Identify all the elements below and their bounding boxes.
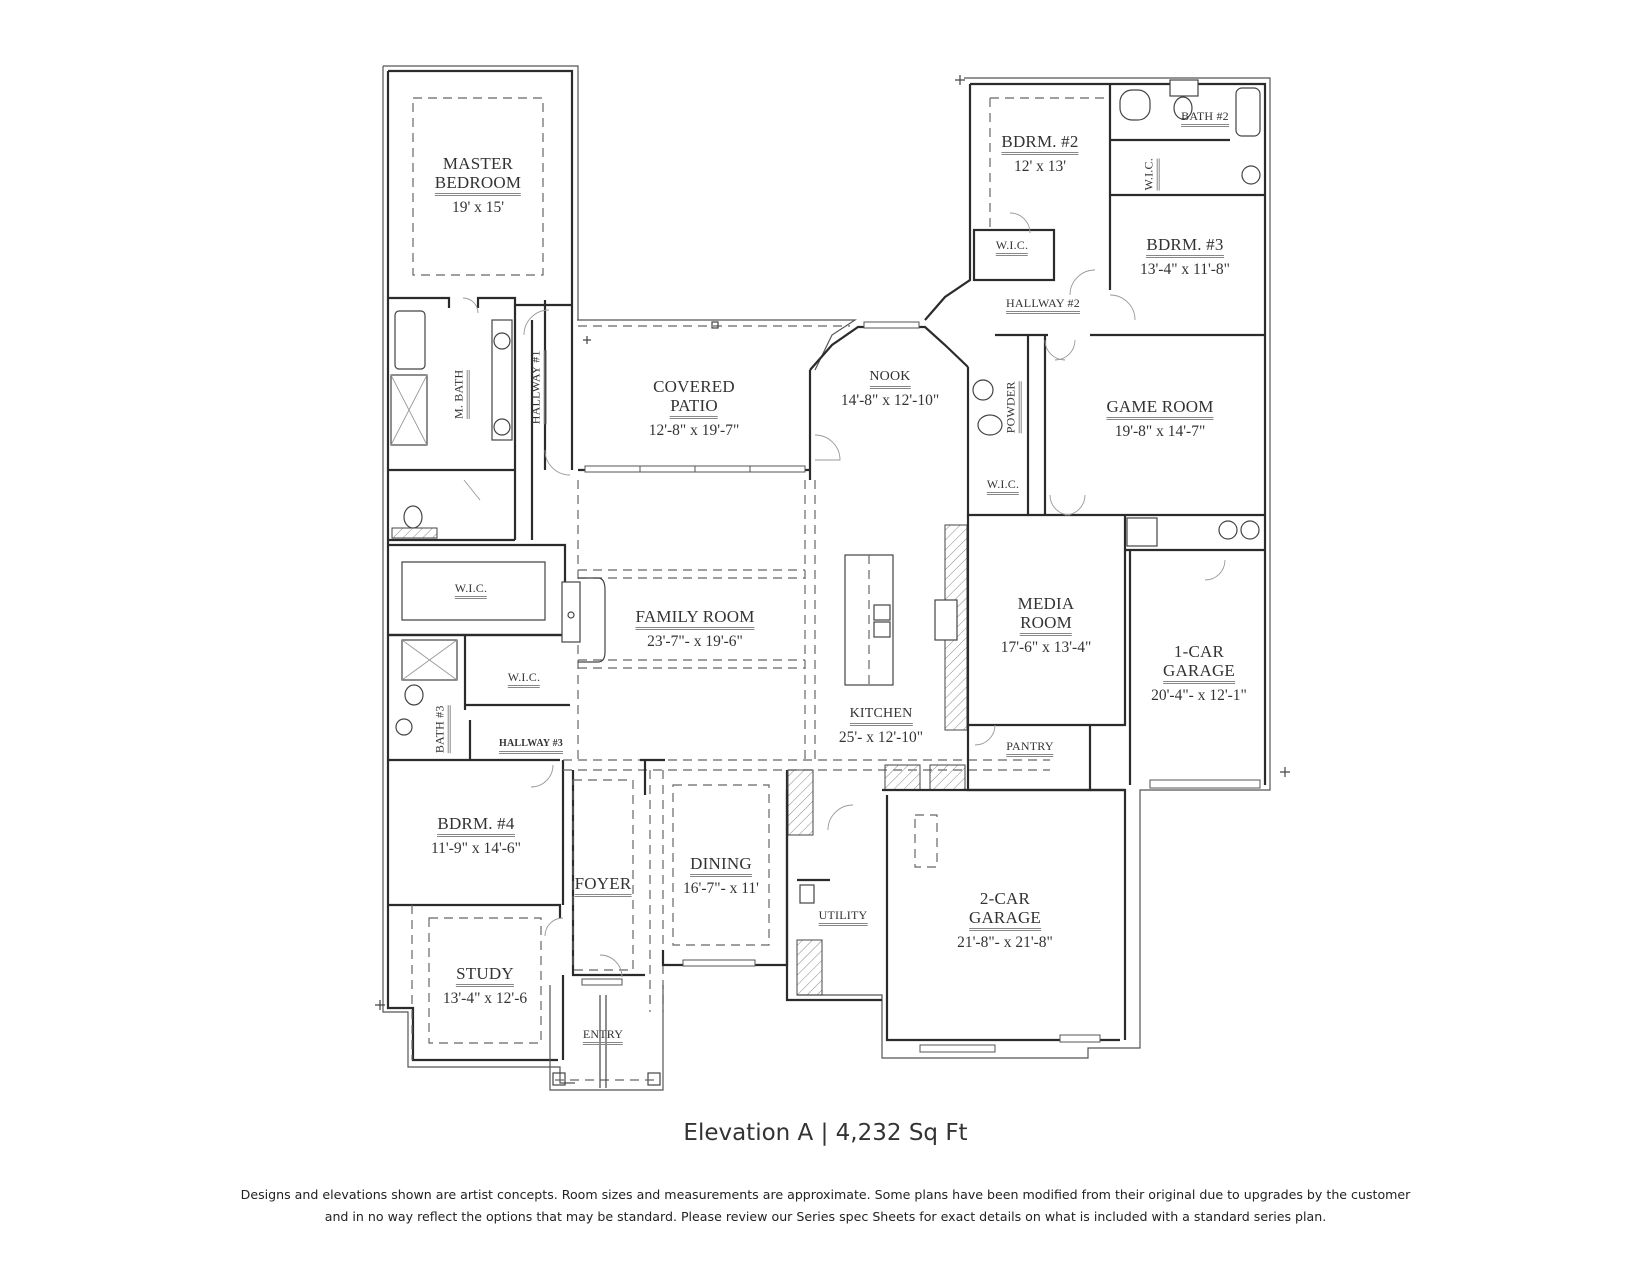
disclaimer-line-1: Designs and elevations shown are artist … xyxy=(240,1187,1411,1202)
dimension-tick-marks xyxy=(375,75,1290,1010)
room-name: ROOM xyxy=(1020,613,1072,636)
room-media-room: MEDIA ROOM 17'-6" x 13'-4" xyxy=(1001,595,1092,656)
room-name: W.I.C. xyxy=(507,671,541,688)
room-pantry: PANTRY xyxy=(1006,738,1054,757)
room-name: BDRM. #3 xyxy=(1146,236,1224,258)
room-dimensions: 12' x 13' xyxy=(1013,157,1067,175)
room-name: HALLWAY #3 xyxy=(499,738,563,754)
room-kitchen: KITCHEN 25'- x 12'-10" xyxy=(839,705,923,746)
room-bath-3: BATH #3 xyxy=(432,705,451,754)
room-name: PANTRY xyxy=(1006,740,1054,757)
room-name: FAMILY ROOM xyxy=(635,608,755,630)
disclaimer: Designs and elevations shown are artist … xyxy=(0,1184,1651,1228)
room-family-room: FAMILY ROOM 23'-7"- x 19'-6" xyxy=(635,608,755,650)
door-swings xyxy=(462,212,1226,978)
disclaimer-line-2: and in no way reflect the options that m… xyxy=(324,1209,1327,1224)
room-name: DINING xyxy=(690,855,752,877)
room-game-wic: W.I.C. xyxy=(986,476,1020,495)
room-name: MASTER xyxy=(442,154,514,173)
room-name: POWDER xyxy=(1004,381,1022,434)
room-name: COVERED xyxy=(653,377,735,396)
room-name: W.I.C. xyxy=(995,239,1029,256)
room-dimensions: 13'-4" x 11'-8" xyxy=(1140,260,1230,278)
room-name: BDRM. #4 xyxy=(437,815,515,837)
room-2-car-garage: 2-CAR GARAGE 21'-8"- x 21'-8" xyxy=(957,890,1053,951)
room-foyer: FOYER xyxy=(574,875,632,897)
room-m-bath: M. BATH xyxy=(451,369,470,419)
room-covered-patio: COVERED PATIO 12'-8" x 19'-7" xyxy=(649,378,740,439)
room-bath-2-wic: W.I.C. xyxy=(1141,158,1160,191)
left-wing-walls xyxy=(382,65,579,1084)
room-name: MEDIA xyxy=(1017,594,1075,613)
center-walls xyxy=(549,319,1050,1091)
room-master-bedroom: MASTER BEDROOM 19' x 15' xyxy=(434,154,522,216)
room-1-car-garage: 1-CAR GARAGE 20'-4"- x 12'-1" xyxy=(1151,643,1247,704)
nook-kitchen-walls xyxy=(787,321,969,836)
room-name: W.I.C. xyxy=(1142,158,1160,191)
room-dimensions: 20'-4"- x 12'-1" xyxy=(1151,686,1247,704)
bath3-fixtures xyxy=(395,639,458,736)
room-dimensions: 19'-8" x 14'-7" xyxy=(1114,422,1206,440)
room-name: 2-CAR xyxy=(979,889,1031,908)
room-dimensions: 16'-7"- x 11' xyxy=(683,879,759,897)
room-bath-2: BATH #2 xyxy=(1181,108,1229,127)
room-bdrm-4-wic: W.I.C. xyxy=(507,669,541,688)
room-game-room: GAME ROOM 19'-8" x 14'-7" xyxy=(1106,398,1214,440)
room-name: BDRM. #2 xyxy=(1001,133,1079,155)
room-dimensions: 11'-9" x 14'-6" xyxy=(431,839,521,857)
room-nook: NOOK 14'-8" x 12'-10" xyxy=(841,368,939,409)
room-name: BATH #3 xyxy=(433,705,451,754)
room-name: GAME ROOM xyxy=(1106,398,1214,420)
room-name: BEDROOM xyxy=(434,173,522,196)
elevation-caption: Elevation A | 4,232 Sq Ft xyxy=(683,1120,968,1146)
room-study: STUDY 13'-4" x 12'-6 xyxy=(443,965,527,1007)
room-name: BATH #2 xyxy=(1181,110,1229,127)
room-bdrm-2: BDRM. #2 12' x 13' xyxy=(1001,133,1079,175)
room-name: GARAGE xyxy=(1162,661,1236,684)
room-bdrm-2-wic: W.I.C. xyxy=(995,237,1029,256)
room-name: HALLWAY #2 xyxy=(1006,297,1080,314)
room-name: KITCHEN xyxy=(849,706,913,726)
room-dimensions: 12'-8" x 19'-7" xyxy=(648,421,740,439)
master-tray-ceiling xyxy=(412,97,544,276)
right-wing-walls xyxy=(785,77,1271,1059)
room-name: FOYER xyxy=(574,875,632,897)
room-name: W.I.C. xyxy=(986,478,1020,495)
room-dimensions: 13'-4" x 12'-6 xyxy=(442,989,528,1007)
master-bath-fixtures xyxy=(390,310,513,539)
room-powder: POWDER xyxy=(1003,381,1022,434)
room-utility: UTILITY xyxy=(818,907,868,926)
dining-tray-ceiling xyxy=(672,784,770,946)
room-name: W.I.C. xyxy=(454,582,488,599)
study-tray-ceiling xyxy=(428,917,542,1044)
room-dimensions: 25'- x 12'-10" xyxy=(838,728,924,746)
room-name: GARAGE xyxy=(968,908,1042,931)
room-hallway-2: HALLWAY #2 xyxy=(1006,295,1080,314)
room-name: STUDY xyxy=(456,965,514,987)
room-hallway-1: HALLWAY #1 xyxy=(528,350,547,425)
room-name: 1-CAR xyxy=(1173,642,1225,661)
room-entry: ENTRY xyxy=(582,1026,624,1045)
room-name: ENTRY xyxy=(582,1028,624,1045)
room-hallway-3: HALLWAY #3 xyxy=(499,734,563,754)
room-bdrm-3: BDRM. #3 13'-4" x 11'-8" xyxy=(1140,236,1230,278)
room-dimensions: 23'-7"- x 19'-6" xyxy=(647,632,743,650)
room-name: M. BATH xyxy=(452,369,470,419)
room-bdrm-4: BDRM. #4 11'-9" x 14'-6" xyxy=(431,815,521,857)
room-name: PATIO xyxy=(670,396,718,419)
room-dimensions: 14'-8" x 12'-10" xyxy=(840,391,940,409)
room-dimensions: 19' x 15' xyxy=(451,198,505,216)
room-dining: DINING 16'-7"- x 11' xyxy=(683,855,759,897)
room-dimensions: 21'-8"- x 21'-8" xyxy=(957,933,1053,951)
room-name: NOOK xyxy=(869,369,911,389)
room-name: UTILITY xyxy=(818,909,868,926)
room-name: HALLWAY #1 xyxy=(529,350,547,425)
room-master-wic: W.I.C. xyxy=(454,580,488,599)
room-dimensions: 17'-6" x 13'-4" xyxy=(1000,638,1092,656)
